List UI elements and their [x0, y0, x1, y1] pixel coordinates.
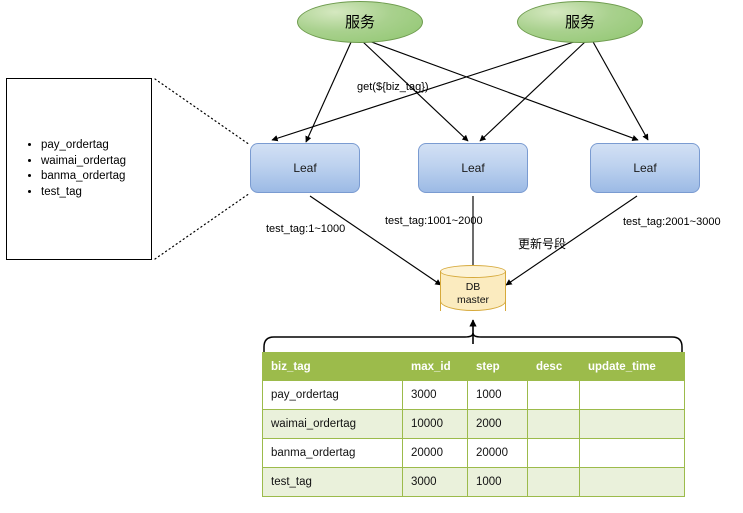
cell-desc [527, 467, 580, 497]
edge-leaf-left-to-db [309, 195, 442, 286]
leaf-node-middle-label: Leaf [461, 161, 485, 175]
edge-label-range-middle: test_tag:1001~2000 [385, 215, 483, 227]
service-node-left[interactable]: 服务 [297, 1, 423, 43]
edge-label-get-call: get(${biz_tag}) [357, 81, 429, 93]
cell-biz-tag: pay_ordertag [262, 380, 403, 410]
table-bracket [263, 333, 683, 354]
cell-desc [527, 380, 580, 410]
cell-max-id: 10000 [402, 409, 468, 439]
list-item: waimai_ordertag [41, 154, 126, 170]
cell-update-time [579, 409, 685, 439]
callout-dotted-lines [154, 78, 251, 260]
cell-step: 1000 [467, 467, 528, 497]
cell-max-id: 3000 [402, 380, 468, 410]
column-header-step[interactable]: step [467, 352, 528, 381]
column-header-biz-tag[interactable]: biz_tag [262, 352, 403, 381]
db-table-callout: biz_tag max_id step desc update_time pay… [262, 333, 685, 513]
cell-update-time [579, 438, 685, 468]
leaf-node-right-label: Leaf [633, 161, 657, 175]
edge-label-range-right: test_tag:2001~3000 [623, 216, 721, 228]
cell-desc [527, 409, 580, 439]
cell-step: 2000 [467, 409, 528, 439]
table-header-row: biz_tag max_id step desc update_time [262, 352, 685, 381]
cell-step: 1000 [467, 380, 528, 410]
cell-biz-tag: test_tag [262, 467, 403, 497]
column-header-max-id[interactable]: max_id [402, 352, 468, 381]
edge-label-range-left: test_tag:1~1000 [266, 223, 346, 235]
service-node-left-label: 服务 [344, 13, 375, 31]
service-node-right-label: 服务 [564, 13, 595, 31]
cell-update-time [579, 467, 685, 497]
cell-desc [527, 438, 580, 468]
column-header-desc[interactable]: desc [527, 352, 580, 381]
cylinder-top-ellipse [440, 265, 506, 278]
edge-group-service-a-to-leaves [305, 39, 639, 143]
cell-max-id: 20000 [402, 438, 468, 468]
leaf-node-middle[interactable]: Leaf [418, 143, 528, 193]
cell-update-time [579, 380, 685, 410]
table-row: pay_ordertag 3000 1000 [262, 380, 685, 410]
db-master-label-line1: DB [465, 281, 481, 293]
leaf-node-left-label: Leaf [293, 161, 317, 175]
table-row: banma_ordertag 20000 20000 [262, 438, 685, 468]
biz-tag-list-callout: pay_ordertag waimai_ordertag banma_order… [6, 78, 152, 260]
leaf-node-right[interactable]: Leaf [590, 143, 700, 193]
edge-group-service-b-to-leaves [271, 39, 649, 142]
leaf-alloc-table: biz_tag max_id step desc update_time pay… [262, 352, 685, 497]
cylinder-left-edge [440, 271, 441, 311]
column-header-update-time[interactable]: update_time [579, 352, 685, 381]
cell-max-id: 3000 [402, 467, 468, 497]
db-master-label-line2: master [456, 294, 490, 306]
cell-biz-tag: waimai_ordertag [262, 409, 403, 439]
cell-step: 20000 [467, 438, 528, 468]
list-item: pay_ordertag [41, 138, 126, 154]
db-master-node[interactable]: DB master [440, 265, 506, 317]
service-node-right[interactable]: 服务 [517, 1, 643, 43]
edge-label-update-segment: 更新号段 [518, 237, 567, 251]
cell-biz-tag: banma_ordertag [262, 438, 403, 468]
table-row: waimai_ordertag 10000 2000 [262, 409, 685, 439]
list-item: test_tag [41, 185, 126, 201]
cylinder-right-edge [505, 271, 506, 311]
leaf-node-left[interactable]: Leaf [250, 143, 360, 193]
list-item: banma_ordertag [41, 169, 126, 185]
table-row: test_tag 3000 1000 [262, 467, 685, 497]
biz-tag-list: pay_ordertag waimai_ordertag banma_order… [7, 138, 126, 200]
